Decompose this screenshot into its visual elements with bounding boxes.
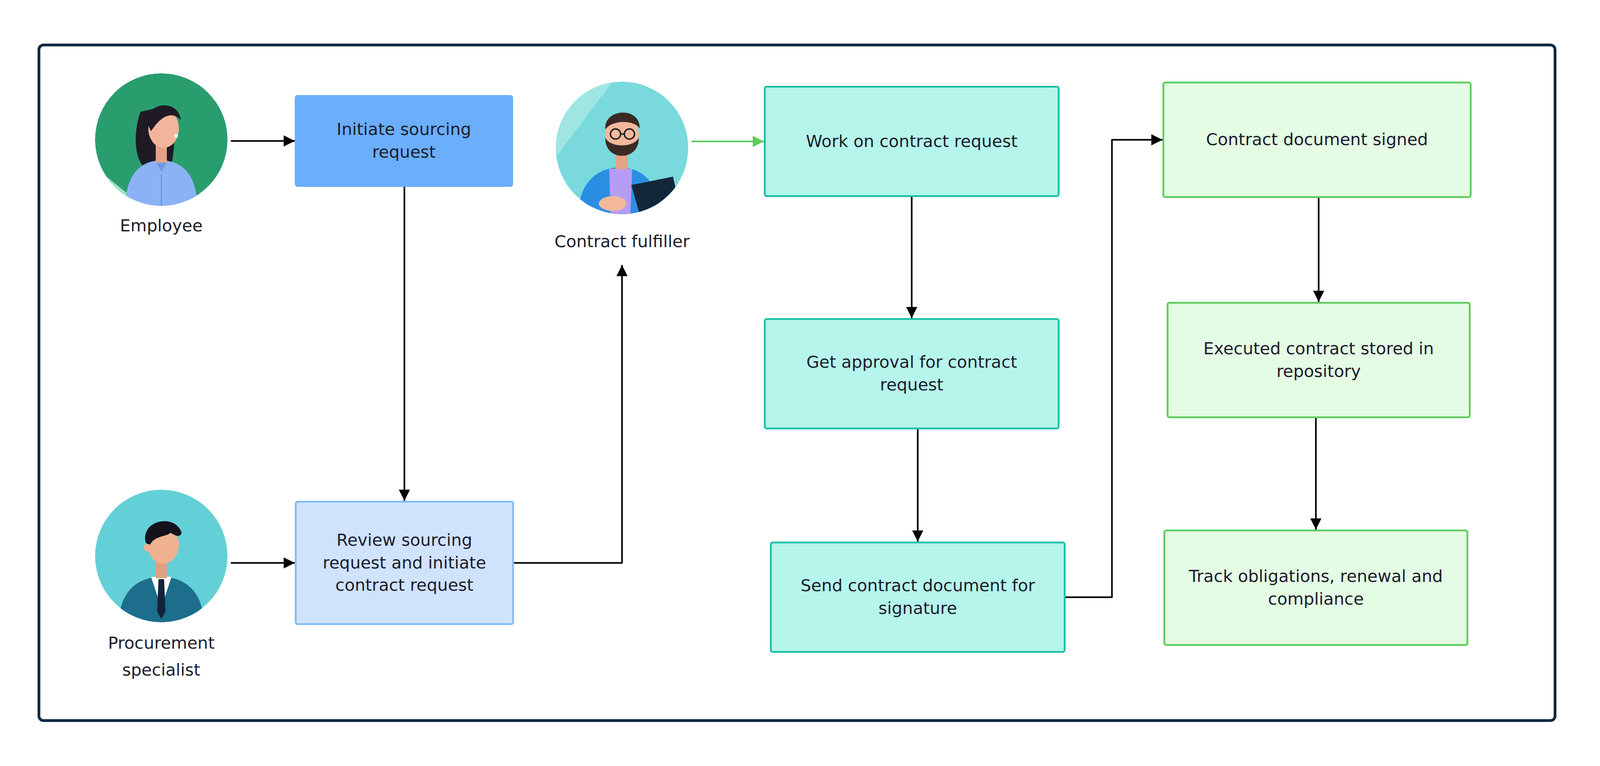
- flow-arrow: [230, 139, 295, 142]
- actor-name: Employee: [120, 212, 203, 240]
- process-box: Contract document signed: [1162, 81, 1472, 198]
- process-box: Initiate sourcing request: [294, 95, 514, 187]
- actor-name: Procurement specialist: [91, 629, 231, 683]
- box-label: Contract document signed: [1206, 128, 1429, 152]
- process-box: Track obligations, renewal and complianc…: [1163, 529, 1469, 646]
- process-box: Executed contract stored in repository: [1166, 301, 1471, 419]
- avatar-space: [95, 489, 228, 623]
- avatar-space: [555, 81, 689, 215]
- actor-avatar: Employee: [91, 73, 231, 240]
- flow-arrow: [230, 561, 295, 564]
- fulfiller-illustration: [555, 81, 689, 218]
- process-box: Review sourcing request and initiate con…: [294, 500, 515, 625]
- actor-avatar: Procurement specialist: [91, 489, 231, 683]
- box-label: Get approval for contract request: [782, 350, 1042, 397]
- actor-name: Contract fulfiller: [554, 228, 690, 255]
- box-label: Initiate sourcing request: [312, 118, 496, 164]
- flow-arrow: [1065, 139, 1163, 598]
- flow-arrow: [514, 265, 623, 563]
- process-box: Get approval for contract request: [763, 317, 1060, 430]
- box-label: Review sourcing request and initiate con…: [313, 528, 496, 597]
- box-label: Work on contract request: [806, 130, 1018, 153]
- flow-arrow: [910, 196, 913, 318]
- box-label: Executed contract stored in repository: [1185, 337, 1453, 383]
- flow-arrow: [691, 140, 764, 143]
- flow-arrow: [403, 186, 406, 501]
- flow-arrow: [1314, 418, 1317, 530]
- outer-frame: [38, 44, 1556, 721]
- process-box: Send contract document for signature: [769, 541, 1066, 653]
- box-label: Send contract document for signature: [788, 574, 1048, 620]
- avatar-space: [95, 73, 228, 206]
- procurement-illustration: [95, 489, 228, 626]
- actor-avatar: Contract fulfiller: [552, 81, 692, 266]
- box-label: Track obligations, renewal and complianc…: [1181, 565, 1450, 611]
- flow-arrow: [1317, 197, 1320, 302]
- process-box: Work on contract request: [763, 85, 1060, 197]
- employee-illustration: [95, 73, 228, 210]
- flow-arrow: [916, 429, 919, 542]
